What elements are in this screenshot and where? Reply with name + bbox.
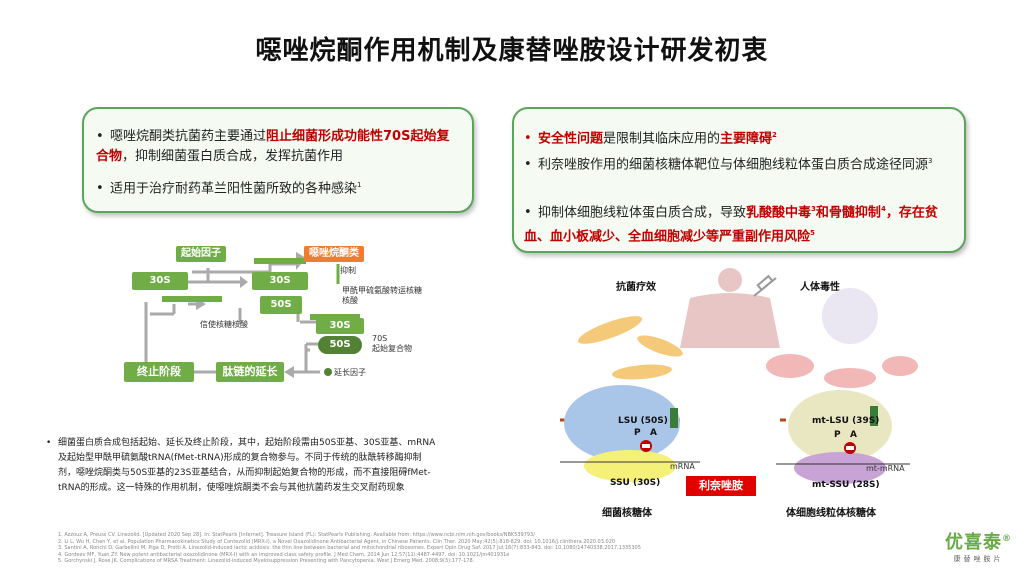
reference-item: 2. Li L, Wu H, Chen Y, et al. Population… — [58, 538, 616, 545]
a-site: A — [850, 430, 857, 440]
bullet-2: • 适用于治疗耐药革兰阳性菌所致的各种感染1 — [96, 175, 466, 199]
oxazolidinone-label: 噁唑烷酮类 — [304, 246, 364, 262]
termination-stage: 终止阶段 — [124, 362, 194, 382]
bullet-dot: • — [524, 205, 532, 221]
bullet-highlight: 骨髓抑制 — [828, 205, 881, 221]
reference-item: 3. Santini A, Ronchi D, Garbellini M, Pi… — [58, 545, 641, 551]
bullet-dot: • — [46, 438, 52, 448]
bullet-highlight: 主要障碍 — [720, 131, 773, 147]
description-text: 细菌蛋白质合成包括起始、延长及终止阶段，其中，起始阶段需由50S亚基、30S亚基… — [58, 438, 436, 493]
mrna-label: 信使核糖核酸 — [200, 320, 248, 329]
mito-ribosome-label: 体细胞线粒体核糖体 — [786, 508, 876, 519]
description: • 细菌蛋白质合成包括起始、延长及终止阶段，其中，起始阶段需由50S亚基、30S亚… — [46, 436, 438, 496]
reference-item: 4. Gordeev MF, Yuan ZY. New potent antib… — [58, 551, 510, 558]
bullet-dot: • — [524, 131, 532, 147]
ribosome-art — [560, 268, 918, 484]
bullet-highlight: 和 — [815, 205, 829, 221]
subunit-30s: 30S — [132, 272, 188, 290]
initiation-complex: 起始复合物 — [372, 344, 412, 353]
bullet-dot: • — [96, 129, 104, 144]
brand-logo: 优喜泰® 康替唑胺片 — [945, 528, 1012, 564]
page-title: 噁唑烷酮作用机制及康替唑胺设计研发初衷 — [255, 36, 769, 66]
subunit-30s: 30S — [316, 318, 364, 334]
elongation-stage: 肽链的延长 — [216, 362, 284, 382]
ref-sup: 5 — [810, 229, 815, 238]
bullet-highlight: 阻止细菌形成功能性70S起始复合物 — [96, 129, 450, 164]
diagram-connectors — [134, 252, 360, 378]
p-site: P — [634, 428, 641, 438]
inhibit-label: 抑制 — [340, 266, 356, 275]
bacterial-ribosome-label: 细菌核糖体 — [602, 508, 652, 519]
linezolid-label: 利奈唑胺 — [686, 476, 756, 496]
mechanism-diagram: 起始因子 噁唑烷酮类 抑制 30S 30S 50S 甲酰甲硫氨酸转运核糖核酸 信… — [120, 240, 440, 390]
mt-ssu-label: mt-SSU (28S) — [812, 480, 880, 490]
ribosome-diagram: 抗菌疗效 人体毒性 — [550, 268, 950, 519]
complex-70s: 70S — [372, 334, 388, 343]
mechanism-box: • 噁唑烷酮类抗菌药主要通过阻止细菌形成功能性70S起始复合物，抑制细菌蛋白质合成… — [82, 107, 474, 213]
subunit-50s: 50S — [260, 296, 302, 314]
fmet-trna-label: 甲酰甲硫氨酸转运核糖核酸 — [342, 286, 422, 305]
bullet-dot: • — [524, 157, 532, 173]
bullet-text: 抑制体细胞线粒体蛋白质合成，导致 — [538, 205, 747, 221]
ref-sup: 2 — [772, 131, 777, 139]
logo-text: 优喜泰 — [945, 532, 1002, 553]
antibacterial-label: 抗菌疗效 — [616, 282, 656, 293]
ref-sup: 3 — [811, 205, 816, 213]
bullet-text: ，抑制细菌蛋白质合成，发挥抗菌作用 — [122, 149, 344, 164]
logo-subtext: 康替唑胺片 — [953, 555, 1004, 563]
bullet-1: • 安全性问题是限制其临床应用的主要障碍2 — [524, 125, 954, 149]
bullet-text: 是限制其临床应用的 — [603, 131, 721, 147]
bullet-2: • 利奈唑胺作用的细菌核糖体靶位与体细胞线粒体蛋白质合成途径同源3 — [524, 151, 954, 175]
bullet-text: 适用于治疗耐药革兰阳性菌所致的各种感染 — [110, 181, 358, 197]
bullet-1: • 噁唑烷酮类抗菌药主要通过阻止细菌形成功能性70S起始复合物，抑制细菌蛋白质合成… — [96, 127, 456, 167]
p-site: P — [834, 430, 841, 440]
lsu-label: LSU (50S) — [618, 416, 668, 426]
ssu-label: SSU (30S) — [610, 478, 661, 488]
subunit-30s: 30S — [252, 272, 308, 290]
ref-sup: 1 — [357, 181, 362, 189]
subunit-50s: 50S — [318, 336, 362, 354]
mt-lsu-label: mt-LSU (39S) — [812, 416, 880, 426]
reference-item: 1. Azzouz A, Preuss CV. Linezolid. [Upda… — [58, 532, 535, 538]
logo-reg: ® — [1002, 534, 1012, 544]
ref-sup: 3 — [928, 157, 933, 165]
bullet-3: • 抑制体细胞线粒体蛋白质合成，导致乳酸酸中毒3和骨髓抑制4，存在贫血、血小板减少… — [524, 199, 954, 248]
elongation-factor-label: 延长因子 — [334, 368, 366, 377]
bullet-highlight: 乳酸酸中毒 — [746, 205, 812, 221]
ref-sup: 4 — [880, 205, 886, 213]
safety-box: • 安全性问题是限制其临床应用的主要障碍2 • 利奈唑胺作用的细菌核糖体靶位与体细胞… — [512, 107, 966, 253]
mt-mrna-label: mt-mRNA — [866, 464, 905, 473]
bullet-dot: • — [96, 181, 104, 197]
mrna-label: mRNA — [670, 462, 695, 471]
initiation-factor-label: 起始因子 — [176, 246, 226, 262]
references: 1. Azzouz A, Preuss CV. Linezolid. [Upda… — [58, 532, 818, 565]
a-site: A — [650, 428, 657, 438]
bullet-highlight: 安全性问题 — [538, 131, 604, 147]
bullet-text: 利奈唑胺作用的细菌核糖体靶位与体细胞线粒体蛋白质合成途径同源 — [538, 157, 929, 173]
toxicity-label: 人体毒性 — [800, 282, 840, 293]
bullet-text: 噁唑烷酮类抗菌药主要通过 — [110, 129, 267, 144]
bullet-highlight: ，存在贫血、血小板减少、全血细胞减少等严重副作用风险 — [524, 205, 938, 245]
reference-item: 5. Gorchynski J, Rose JK. Complications … — [58, 558, 475, 564]
